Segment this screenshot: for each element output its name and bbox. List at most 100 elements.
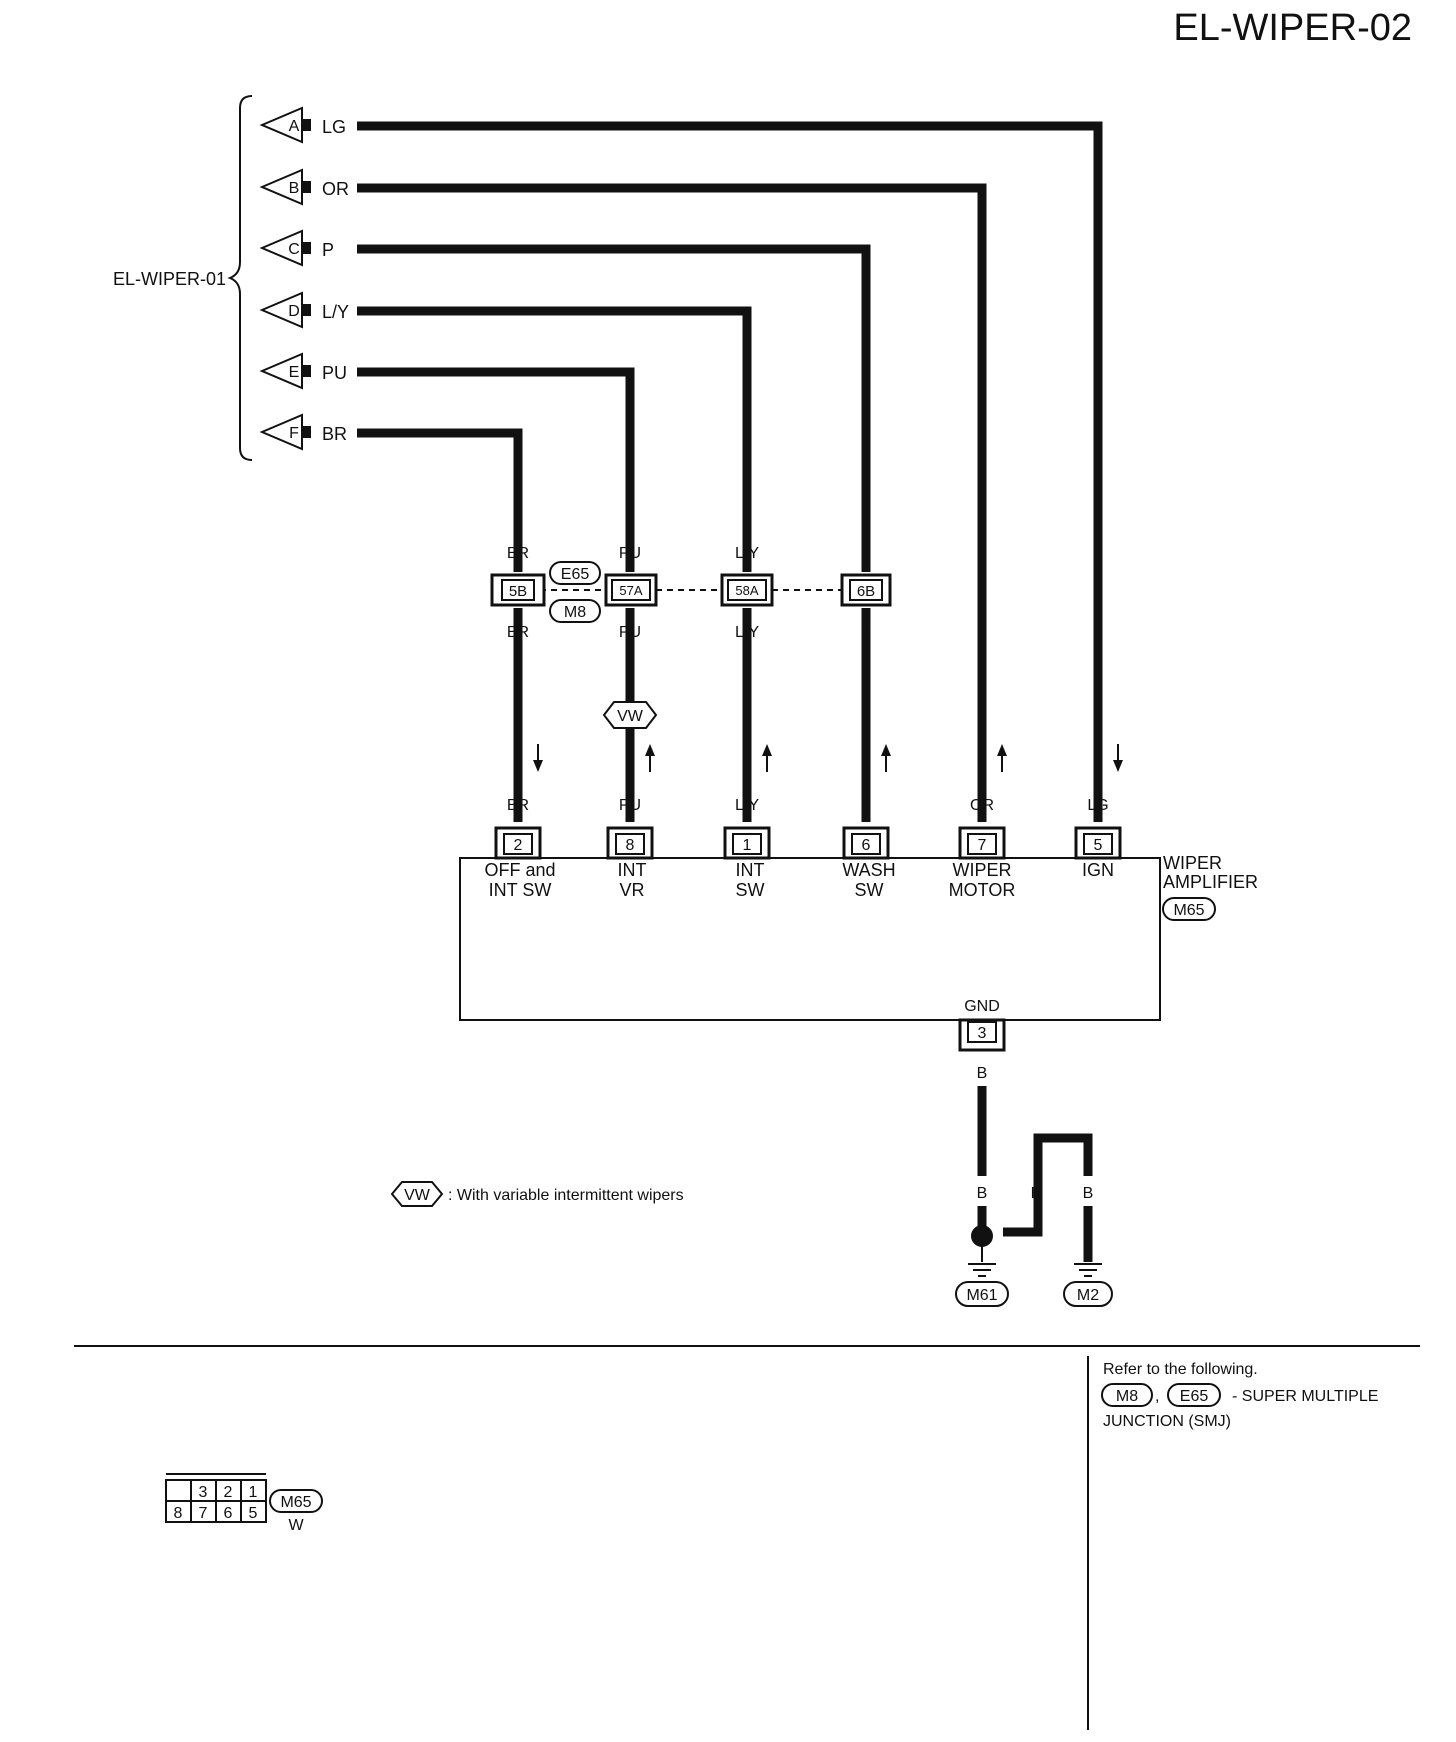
tag-pill	[1162, 897, 1216, 921]
terminal-pin-5[interactable]: 5	[1074, 826, 1122, 860]
tag-pill	[1101, 1383, 1153, 1407]
tag-pill	[549, 599, 601, 623]
component-name: AMPLIFIER	[1163, 872, 1258, 892]
terminal-label: SW	[736, 880, 765, 900]
arrow-up-icon	[881, 744, 891, 772]
input-wire-color: BR	[322, 424, 347, 444]
wire-stub	[303, 181, 311, 193]
pin-id: 58A	[735, 583, 758, 598]
pin-number: 7	[978, 837, 987, 854]
junction-color-bottom: PU	[619, 624, 641, 641]
wire-stub	[303, 365, 311, 377]
connector-tag-m65[interactable]: M65	[1162, 897, 1216, 921]
terminal-wire-color: BR	[507, 797, 529, 814]
terminal-wire-color: P	[861, 797, 872, 814]
arrow-up-icon	[645, 744, 655, 772]
component-name: WIPER	[1163, 853, 1222, 873]
input-flag-f[interactable]: F BR	[259, 413, 347, 451]
terminal-wire-color: LG	[1087, 797, 1108, 814]
pin-box	[851, 833, 881, 855]
junction-color-bottom: BR	[507, 624, 529, 641]
input-flag-b[interactable]: B OR	[259, 168, 349, 206]
input-flag-a[interactable]: A LG	[259, 106, 346, 144]
wire-p-upper	[357, 244, 871, 572]
terminal-label: WASH	[842, 860, 895, 880]
refer-tag-m8[interactable]: M8	[1101, 1383, 1153, 1407]
input-wire-color: P	[322, 240, 334, 260]
input-letter: D	[288, 303, 300, 320]
wire-ground-loop	[1003, 1133, 1093, 1237]
connector-pin: 5	[249, 1505, 258, 1522]
input-group-brace	[227, 95, 253, 461]
page-title: EL-WIPER-02	[1173, 7, 1412, 49]
terminal-pin-6[interactable]: 6	[842, 826, 890, 860]
connector-tag-m8[interactable]: M8	[549, 599, 601, 623]
junction-pin-6b[interactable]: 6B	[840, 573, 892, 607]
junction-color-top: BR	[507, 545, 529, 562]
terminal-pin-2[interactable]: 2	[494, 826, 542, 860]
terminal-pin-3[interactable]: 3	[958, 1018, 1006, 1052]
splice-dot	[971, 1225, 993, 1247]
pin-box	[1083, 833, 1113, 855]
input-wire-color: OR	[322, 179, 349, 199]
input-flag-e[interactable]: E PU	[259, 352, 347, 390]
input-flag-d[interactable]: D L/Y	[259, 291, 349, 329]
terminal-label: INT SW	[489, 880, 552, 900]
pin-id: 6B	[857, 583, 875, 600]
gnd-label: GND	[964, 998, 1000, 1015]
tag-text: M8	[1116, 1388, 1138, 1405]
arrow-down-icon	[1113, 744, 1123, 772]
hexagon-icon	[390, 1181, 444, 1207]
junction-pin-5b[interactable]: 5B	[490, 573, 546, 607]
pin-box	[732, 833, 762, 855]
tag-text: M65	[1173, 902, 1204, 919]
ground-icon	[1074, 1263, 1102, 1277]
wire-stub	[303, 119, 311, 131]
input-wire-color: L/Y	[322, 302, 349, 322]
wiper-amplifier-box[interactable]	[459, 857, 1161, 1021]
terminal-pin-8[interactable]: 8	[606, 826, 654, 860]
ground-point-m61[interactable]: M61	[955, 1281, 1009, 1307]
arrow-left-icon	[259, 106, 303, 144]
terminal-wire-color: L/Y	[735, 797, 759, 814]
pin-number: 6	[862, 837, 871, 854]
junction-color-bottom: L/Y	[735, 624, 759, 641]
arrow-left-icon	[259, 168, 303, 206]
junction-pin-57a[interactable]: 57A	[604, 573, 658, 607]
pin-box	[501, 579, 535, 601]
legend: VW : With variable intermittent wipers	[390, 1181, 684, 1207]
pin-number: 3	[978, 1025, 987, 1042]
wire-pu-upper	[357, 367, 635, 572]
ground-wire-color: B	[977, 1185, 988, 1202]
ground-point-m2[interactable]: M2	[1063, 1281, 1113, 1307]
pin-box	[503, 833, 533, 855]
junction-pin-58a[interactable]: 58A	[720, 573, 774, 607]
connector-pin: 1	[249, 1484, 258, 1501]
tag-text: M8	[564, 604, 586, 621]
terminal-pin-1[interactable]: 1	[723, 826, 771, 860]
ground-wire-color: B	[1031, 1185, 1042, 1202]
tag-text: M65	[280, 1494, 311, 1511]
connector-tag-e65[interactable]: E65	[549, 561, 601, 585]
input-letter: B	[289, 180, 300, 197]
tag-text: M61	[966, 1287, 997, 1304]
pin-number: 8	[626, 837, 635, 854]
input-wire-color: LG	[322, 117, 346, 137]
terminal-label: OFF and	[484, 860, 555, 880]
input-letter: F	[289, 425, 299, 442]
junction-color-top: P	[861, 545, 872, 562]
arrow-left-icon	[259, 352, 303, 390]
refer-tag-e65[interactable]: E65	[1167, 1383, 1221, 1407]
connector-pin: 7	[199, 1505, 208, 1522]
connector-view-tag-m65[interactable]: M65	[269, 1489, 323, 1513]
tag-pill	[269, 1489, 323, 1513]
terminal-pin-7[interactable]: 7	[958, 826, 1006, 860]
junction-color-bottom: P	[861, 624, 872, 641]
legend-tag: VW	[404, 1187, 431, 1204]
legend-text: : With variable intermittent wipers	[448, 1187, 684, 1204]
wire-br-upper	[357, 428, 523, 572]
input-flag-c[interactable]: C P	[259, 229, 334, 267]
gnd-wire-color: B	[977, 1065, 988, 1082]
pin-id: 5B	[509, 583, 527, 600]
